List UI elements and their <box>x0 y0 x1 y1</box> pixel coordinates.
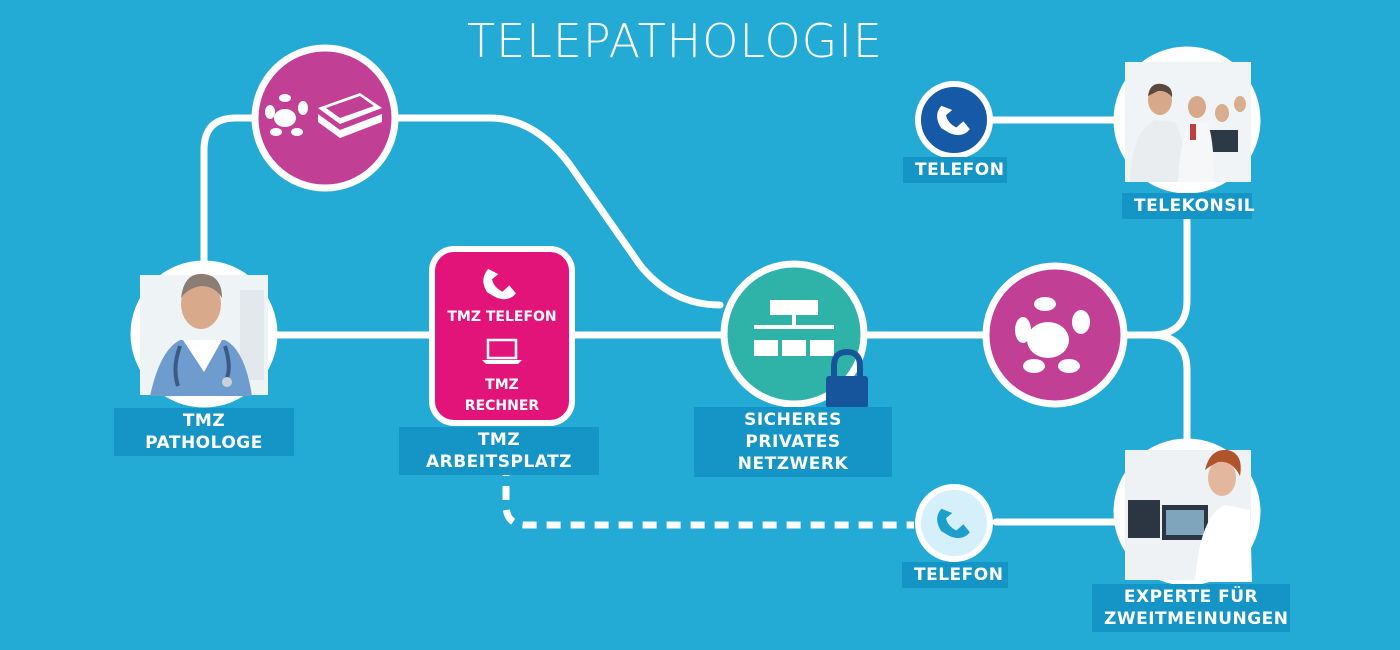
pathologe-node <box>130 260 278 408</box>
lock-icon <box>826 348 868 408</box>
tmz-workstation: TMZ TELEFON TMZ RECHNER <box>429 246 575 426</box>
network-hierarchy-icon <box>754 300 834 356</box>
connector-lines <box>200 114 1191 526</box>
logo-icon <box>1015 297 1090 373</box>
phone-icon <box>483 268 516 300</box>
line-logo-to-right-branch <box>1120 216 1191 339</box>
line-pathologe-to-scanner <box>200 114 260 266</box>
line-right-branch-down <box>1146 331 1191 449</box>
pathologe-photo <box>140 273 268 396</box>
laptop-icon <box>482 338 522 364</box>
telekonsil-node <box>1113 46 1261 194</box>
label-telefon-bottom: TELEFON <box>902 562 1008 588</box>
tmz-rechner-label-2: RECHNER <box>465 398 540 414</box>
logo-icon <box>265 94 308 136</box>
phone-icon <box>937 105 970 136</box>
label-tmz-arbeitsplatz: TMZ ARBEITSPLATZ <box>399 427 599 475</box>
label-sicheres-netzwerk-line2: NETZWERK <box>737 454 849 474</box>
scanner-node <box>251 44 399 192</box>
tmz-telefon-label: TMZ TELEFON <box>447 309 556 325</box>
label-experte-line1: EXPERTE FÜR <box>1123 587 1259 607</box>
logo-node <box>982 262 1128 408</box>
telefon-bottom-node <box>915 484 993 562</box>
label-sicheres-netzwerk: SICHERES PRIVATES NETZWERK <box>694 407 892 477</box>
label-experte-line2: ZWEITMEINUNGEN <box>1104 609 1289 629</box>
telekonsil-photo <box>1125 62 1251 182</box>
phone-icon <box>937 508 970 539</box>
label-sicheres-netzwerk-line1: SICHERES PRIVATES <box>744 410 842 452</box>
label-tmz-pathologe: TMZ PATHOLOGE <box>114 408 294 456</box>
network-node <box>720 260 868 408</box>
experte-photo <box>1125 449 1252 582</box>
page-title: TELEPATHOLOGIE <box>467 14 883 68</box>
experte-node <box>1113 438 1261 586</box>
label-telefon-top: TELEFON <box>903 157 1007 183</box>
telefon-top-node <box>915 81 993 159</box>
line-scanner-to-network <box>390 114 724 309</box>
label-telekonsil: TELEKONSIL <box>1122 193 1255 219</box>
tmz-rechner-label-1: TMZ <box>485 377 519 393</box>
scanner-icon <box>318 93 382 138</box>
label-experte: EXPERTE FÜR ZWEITMEINUNGEN <box>1092 584 1290 632</box>
dashed-line-arbeitsplatz-to-telefon <box>502 462 914 529</box>
